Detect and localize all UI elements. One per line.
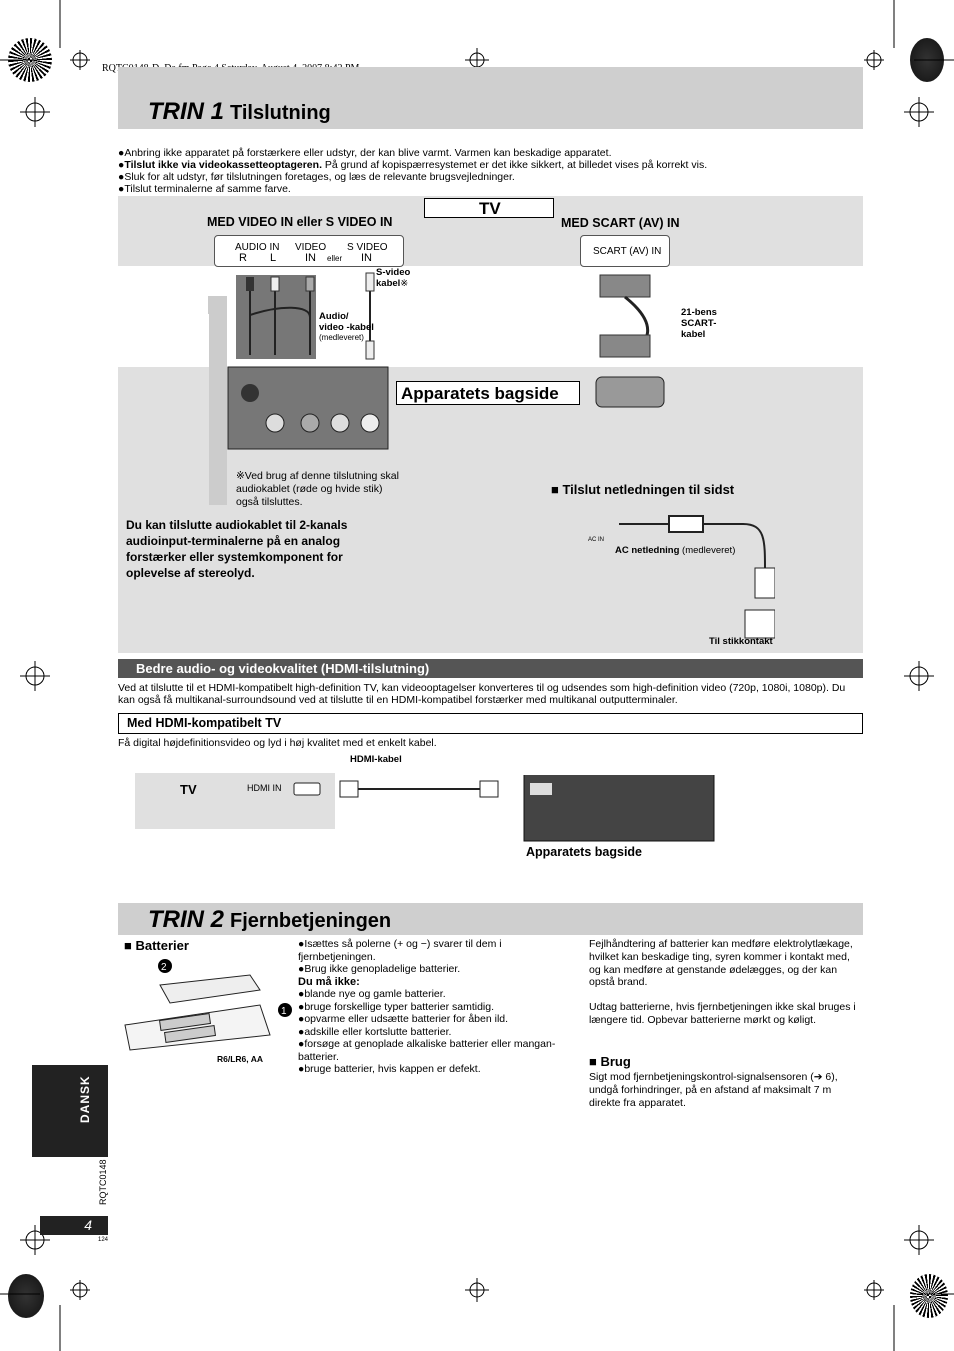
brug-text: Sigt mod fjernbetjeningskontrol-signalse… [589,1071,859,1109]
mains-heading: ■ Tilslut netledningen til sidst [551,482,734,497]
hdmi-intro: Ved at tilslutte til et HDMI-kompatibelt… [118,682,863,706]
ac-in-label: AC IN [588,537,604,543]
left-heading: MED VIDEO IN eller S VIDEO IN [207,215,392,229]
hdmi-back-label: Apparatets bagside [526,845,642,859]
panel-r: R [239,252,247,264]
trin1-bar: TRIN 1 Tilslutning [118,67,863,129]
page-number: 4 [84,1217,92,1233]
square-bullet-icon: ■ [551,482,562,497]
list-item: ●bruge forskellige typer batterier samti… [298,1001,578,1014]
bullet-item: ●Tilslut terminalerne af samme farve. [118,183,863,195]
battery-rules: ●Isættes så polerne (+ og −) svarer til … [298,938,578,1076]
list-item: ●Brug ikke genopladelige batterier. [298,963,578,976]
battery-type-label: R6/LR6, AA [217,1054,263,1064]
hdmi-sub-text: Få digital højdefinitionsvideo og lyd i … [118,737,437,749]
device-back-panel [228,367,388,449]
ac-cable-label: AC netledning (medleveret) [615,545,735,556]
svideo-cable-label: S-video kabel※ [376,267,426,289]
dont-heading: Du må ikke: [298,976,578,989]
device-hdmi-panel [524,775,714,841]
footnote: ※Ved brug af denne tilslutning skal audi… [236,470,406,509]
trin1-title: Tilslutning [230,102,331,124]
trin2-bar: TRIN 2 Fjernbetjeningen [118,903,863,935]
hdmi-in-port [294,783,320,795]
hdmi-bar: Bedre audio- og videokvalitet (HDMI-tils… [118,659,863,678]
outlet-label: Til stikkontakt [709,636,773,647]
trin1-num: TRIN 1 [148,98,224,125]
scart-plug-top [600,275,650,297]
scart-socket [596,377,664,407]
scart-plug-bottom [600,335,650,357]
trin1-heading: TRIN 1 Tilslutning [148,98,331,126]
language-label: DANSK [78,1075,92,1123]
hdmi-in-label: HDMI IN [247,783,282,793]
tv-input-panel: AUDIO IN R L VIDEO IN eller S VIDEO IN [214,235,404,267]
scart-cable-label: 21-bens SCART- kabel [681,307,731,340]
tv-label: TV [424,198,554,218]
av-cable-label: Audio/ video -kabel (medleveret) [319,311,374,342]
list-item: ●opvarme eller udsætte batterier for åbe… [298,1013,578,1026]
language-tab: DANSK [32,1065,108,1157]
hdmi-cable-label: HDMI-kabel [350,754,402,765]
ac-cable-drawing [615,510,775,640]
page-number-small: 124 [98,1237,108,1243]
back-label: Apparatets bagside [396,381,580,405]
bullet-item: ●Anbring ikke apparatet på forstærkere e… [118,147,863,159]
square-bullet-icon: ■ [124,938,135,953]
list-item: ●adskille eller kortslutte batterier. [298,1026,578,1039]
bullet-item: ●Sluk for alt udstyr, før tilslutningen … [118,171,863,183]
list-item: ●forsøge at genoplade alkaliske batterie… [298,1038,578,1063]
page-number-box: 4 [40,1216,108,1235]
list-item: ●bruge batterier, hvis kappen er defekt. [298,1063,578,1076]
hdmi-cable-drawing [290,775,720,845]
trin1-bullets: ●Anbring ikke apparatet på forstærkere e… [118,147,863,195]
list-item: ●blande nye og gamle batterier. [298,988,578,1001]
list-item: ●Isættes så polerne (+ og −) svarer til … [298,938,578,963]
trin2-title: Fjernbetjeningen [230,910,391,932]
svg-text:1: 1 [281,1006,287,1017]
audio-arrow [208,305,218,505]
panel-svideo-in: IN [361,252,372,264]
audio-note: Du kan tilslutte audiokablet til 2-kanal… [126,517,356,581]
brug-heading: ■ Brug [589,1054,631,1069]
panel-l: L [270,252,276,264]
scart-panel-label: SCART (AV) IN [593,246,661,257]
right-heading: MED SCART (AV) IN [561,216,680,230]
bullet-item: ●Tilslut ikke via videokassetteoptageren… [118,159,863,171]
square-bullet-icon: ■ [589,1054,600,1069]
panel-video-in: IN [305,252,316,264]
trin2-heading: TRIN 2 Fjernbetjeningen [148,906,391,934]
remote-battery-drawing: 2 1 [120,955,300,1055]
scart-panel: SCART (AV) IN [580,235,670,267]
battery-warning: Fejlhåndtering af batterier kan medføre … [589,938,859,1027]
trin2-num: TRIN 2 [148,906,224,933]
hdmi-tv-label: TV [180,782,197,797]
hdmi-sub-heading: Med HDMI-kompatibelt TV [118,713,863,734]
svg-text:2: 2 [161,962,167,973]
model-code: RQTC0148 [98,1159,108,1205]
panel-eller: eller [327,254,342,263]
batteries-heading: ■ Batterier [124,938,189,953]
